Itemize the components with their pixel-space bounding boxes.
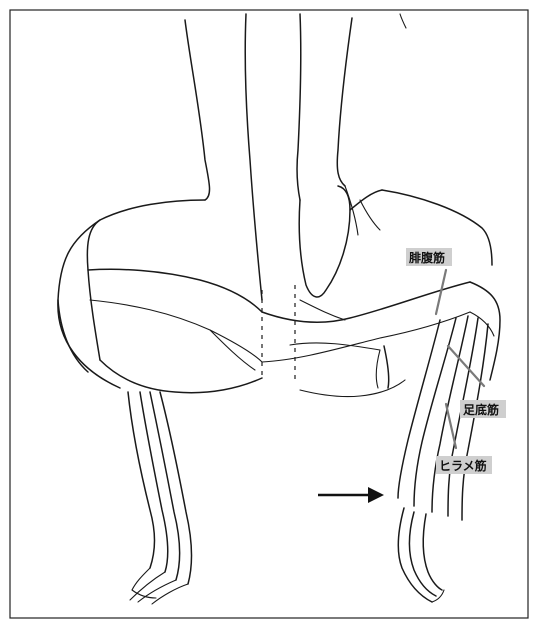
label-soleus-text: ヒラメ筋 [439, 458, 487, 473]
left-calf-muscles [128, 392, 192, 604]
tail-outline [185, 14, 406, 300]
soleus-leader [446, 404, 456, 448]
midline-dashes [262, 285, 295, 380]
label-gastrocnemius: 腓腹筋 [406, 248, 452, 266]
label-plantaris: 足底筋 [460, 400, 506, 418]
label-plantaris-text: 足底筋 [463, 402, 499, 417]
left-leg-outline [58, 220, 120, 388]
pointer-arrow [318, 487, 384, 503]
pelvis-outline [87, 190, 492, 397]
label-leaders [436, 270, 484, 448]
label-soleus: ヒラメ筋 [436, 456, 492, 474]
back-hump [299, 186, 382, 297]
label-gastrocnemius-text: 腓腹筋 [409, 250, 445, 265]
